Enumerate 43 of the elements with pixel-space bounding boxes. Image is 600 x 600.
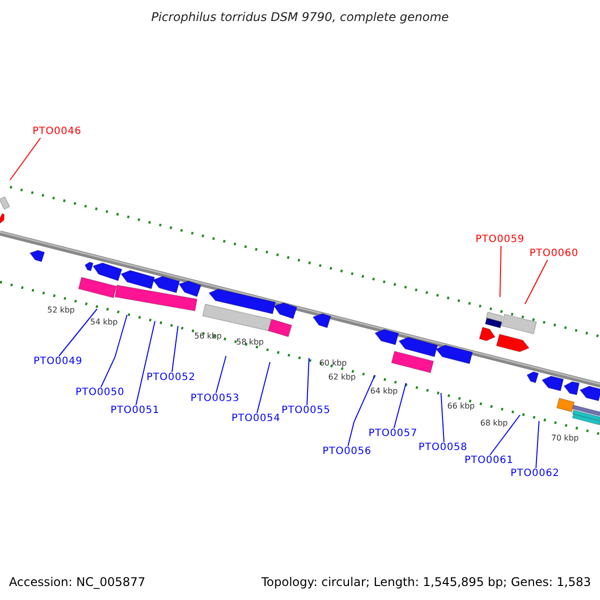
leader-line bbox=[524, 260, 548, 304]
gene-label: PTO0053 bbox=[190, 393, 240, 405]
leader-line bbox=[306, 358, 310, 406]
gene-label: PTO0046 bbox=[32, 126, 82, 138]
scale-label: 70 kbp bbox=[551, 434, 579, 442]
scale-label: 58 kbp bbox=[236, 338, 264, 346]
footer-text: Accession: NC_005877 bbox=[9, 575, 146, 589]
leader-line bbox=[394, 382, 406, 428]
leader-line bbox=[500, 246, 502, 298]
gene-label: PTO0060 bbox=[530, 248, 578, 260]
leader-line bbox=[490, 414, 520, 456]
gene-label: PTO0061 bbox=[464, 455, 514, 467]
gene-label: PTO0050 bbox=[76, 387, 124, 399]
gene-label: PTO0058 bbox=[418, 442, 468, 454]
gene-label: PTO0055 bbox=[282, 405, 330, 417]
leader-line bbox=[256, 362, 270, 414]
gene-label: PTO0062 bbox=[510, 468, 560, 480]
scale-label: 62 kbp bbox=[328, 372, 356, 382]
leader-line bbox=[536, 420, 540, 468]
gene-label: PTO0052 bbox=[146, 372, 196, 384]
leader-line bbox=[10, 138, 42, 180]
gene-label: PTO0057 bbox=[368, 428, 418, 440]
gene-label: PTO0051 bbox=[110, 405, 160, 417]
scale-label: 56 kbp bbox=[194, 332, 222, 340]
scale-label: 60 kbp bbox=[319, 358, 347, 368]
scale-label: 52 kbp bbox=[47, 306, 75, 314]
gene-label: PTO0056 bbox=[322, 446, 372, 458]
scale-label: 68 kbp bbox=[480, 418, 508, 428]
gene-label: PTO0059 bbox=[476, 234, 524, 246]
scale-label: 64 kbp bbox=[370, 386, 398, 396]
leader-line bbox=[136, 320, 156, 406]
leader-line bbox=[100, 314, 128, 388]
gene-label: PTO0049 bbox=[34, 356, 82, 368]
scale-label: 66 kbp bbox=[447, 402, 475, 410]
leader-line bbox=[172, 326, 178, 372]
footer-text: Topology: circular; Length: 1,545,895 bp; Genes: 1,583 bbox=[261, 575, 591, 589]
scale-label: 54 kbp bbox=[90, 318, 118, 326]
leader-line bbox=[216, 356, 226, 394]
gene-label: PTO0054 bbox=[232, 413, 280, 425]
title: Picrophilus torridus DSM 9790, complete genome bbox=[150, 10, 450, 24]
leader-line bbox=[440, 392, 444, 442]
leader-line bbox=[348, 374, 376, 446]
leader-line bbox=[58, 308, 98, 356]
